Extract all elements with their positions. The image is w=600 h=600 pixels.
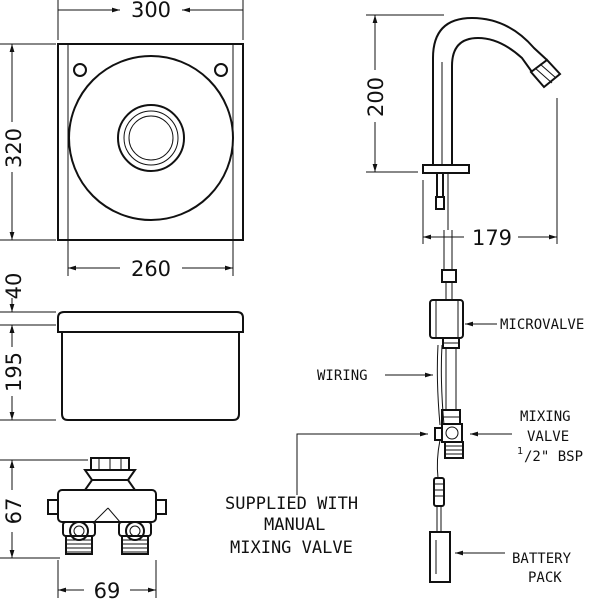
body-height-dimension: 195: [2, 352, 26, 392]
waste-inner: [128, 115, 174, 161]
fixing-hole-right: [214, 63, 228, 77]
tap-height-dimension: 200: [364, 77, 388, 117]
spout-outlet: [529, 58, 562, 89]
battery-pack-body: [429, 531, 451, 583]
mixing-valve-label-3: /2" BSP: [524, 449, 583, 465]
rim-height-dimension: 40: [2, 273, 26, 300]
basin-height-dimension: 320: [2, 128, 26, 168]
basin-width-dimension: 300: [131, 0, 171, 22]
mixing-valve-label-2: VALVE: [527, 429, 569, 445]
supplied-line-2: MANUAL: [264, 515, 325, 535]
supplied-line-1: SUPPLIED WITH: [225, 494, 358, 514]
microvalve-label: MICROVALVE: [500, 317, 584, 333]
sensor-tap: 200 179: [364, 14, 562, 250]
basin-bowl: [68, 55, 234, 221]
valve-width-dimension: 69: [94, 579, 121, 600]
supplied-with-note: SUPPLIED WITH MANUAL MIXING VALVE: [225, 431, 428, 558]
valve-height-dimension: 67: [2, 498, 26, 525]
tap-reach-dimension: 179: [472, 226, 512, 250]
basin-outline: [57, 43, 244, 241]
basin-top-view: 300 320 260: [0, 0, 244, 281]
connector: [433, 477, 445, 507]
mixing-valve-fraction-num: 1: [517, 446, 523, 457]
callouts: MICROVALVE WIRING MIXING VALVE 1 /2" BSP…: [317, 317, 584, 586]
wiring-label: WIRING: [317, 368, 368, 384]
spout-outer: [432, 16, 548, 165]
fixing-hole-left: [73, 63, 87, 77]
mixing-valve-label-1: MIXING: [520, 409, 571, 425]
inner-width-dimension: 260: [131, 257, 171, 281]
tap-base: [422, 164, 470, 174]
basin-body: [61, 332, 240, 421]
waste-outer: [117, 104, 185, 172]
pipework: [429, 230, 464, 583]
manual-mixing-valve: 67 69: [0, 457, 167, 600]
spout-inner: [451, 36, 533, 165]
battery-pack-label-2: PACK: [528, 570, 562, 586]
valve-body: [57, 489, 157, 523]
battery-pack-label-1: BATTERY: [512, 551, 572, 567]
basin-side-view: 40 195: [0, 273, 244, 421]
supplied-line-3: MIXING VALVE: [230, 538, 353, 558]
basin-rim: [57, 311, 244, 333]
